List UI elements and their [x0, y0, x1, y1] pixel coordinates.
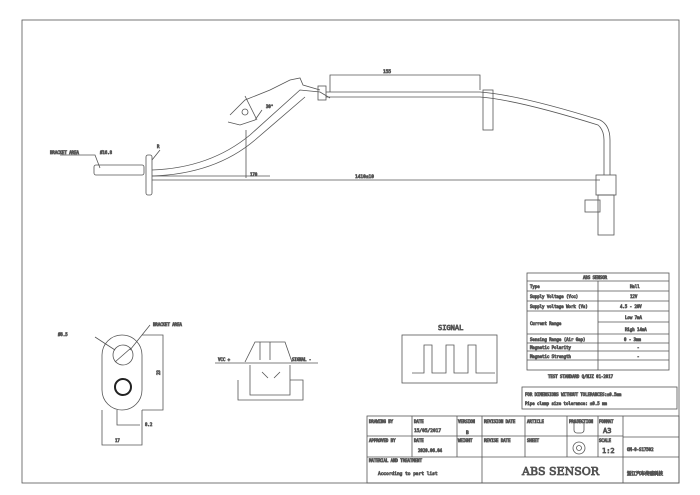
tb-version: B [466, 430, 469, 436]
sensor-cable-view [60, 74, 617, 236]
dim-angle: 30° [266, 104, 273, 109]
tb-label: REVISION DATE [484, 419, 516, 424]
tb-company: 浙江汽车传感科技 [627, 470, 663, 477]
dim-bend: R [157, 144, 160, 149]
spec-value: 12V [630, 294, 638, 299]
spec-value: Hall [630, 284, 640, 289]
tb-label: APPROVED BY [369, 438, 396, 443]
connector-vcc: VCC + [218, 357, 231, 362]
connector-view [215, 341, 318, 401]
spec-label: Type [530, 284, 540, 289]
tb-label: VERSION [458, 419, 475, 424]
dim-offset: 170 [250, 172, 258, 177]
tb-label: ARTICLE [527, 419, 544, 424]
tb-label: MATERIAL AND TREATMENT [369, 458, 423, 463]
spec-value: 0 - 3mm [624, 337, 641, 342]
tb-label: DATE [414, 438, 424, 443]
spec-table [521, 272, 678, 410]
tb-material: According to part list [378, 471, 438, 477]
spec-label: Sensing Range (Air Gap) [530, 337, 585, 342]
signal-label: SIGNAL [438, 324, 463, 332]
dim-length-top: 155 [383, 69, 391, 75]
spec-label: Current Range [530, 321, 562, 326]
tb-label: DRAWING BY [369, 419, 394, 424]
dim-height: 23 [156, 370, 161, 375]
spec-label: Magnetic Polarity [530, 345, 572, 350]
spec-label: Supply voltage Work (Vs) [530, 304, 588, 309]
dim-hole-dia: Ø6.5 [58, 332, 68, 337]
projection-symbol-icon [572, 420, 586, 455]
dim-total-length: 1410±10 [355, 174, 374, 180]
tb-date2: 2020.06.04 [418, 448, 443, 453]
spec-label: Supply Voltage (Vcc) [530, 294, 578, 299]
tolerance-note-2: Pipe clamp size tolerance: ±0.5 mm [525, 401, 607, 406]
tb-date: 15/05/2017 [414, 428, 441, 434]
hole-note: BRACKET AREA [153, 322, 182, 327]
tb-scale: 1:2 [602, 447, 615, 455]
spec-value: - [637, 345, 639, 350]
spec-value: - [637, 354, 639, 359]
tb-label: FORMAT [599, 419, 614, 424]
tb-drawing-name: ABS SENSOR [521, 465, 600, 478]
left-note: BRACKET AREA [50, 150, 79, 155]
spec-label: Magnetic Strength [530, 354, 572, 359]
test-standard: TEST STANDARD Q/NJZ 01-2017 [548, 374, 614, 379]
tb-label: REVISE DATE [484, 438, 511, 443]
connector-signal: SIGNAL - [292, 357, 311, 362]
bracket-detail [94, 324, 164, 446]
title-block [366, 415, 680, 484]
spec-title: ABS SENSOR [583, 275, 608, 280]
tb-label: WEIGHT [458, 438, 473, 443]
spec-value: Low 7mA [625, 315, 642, 320]
tb-part-no: OM-0-S17502 [627, 447, 654, 452]
drawing-frame [21, 19, 680, 484]
dim-width: 17 [115, 438, 120, 443]
tb-label: SHEET [527, 438, 540, 443]
tb-label: SCALE [599, 438, 612, 443]
tb-label: DATE [414, 419, 424, 424]
dim-left-dia: Ø16.8 [100, 150, 113, 155]
spec-value: 4.5 - 20V [620, 304, 642, 309]
dim-offset-small: 8.2 [145, 422, 153, 427]
signal-waveform [401, 334, 498, 384]
tolerance-note: FOR DIMENSIONS WITHOUT TOLERANCES:±0.5mm [525, 392, 622, 397]
tb-format: A3 [603, 427, 611, 435]
spec-value: High 14mA [625, 327, 647, 332]
tb-label: PROJECTION [569, 419, 594, 424]
